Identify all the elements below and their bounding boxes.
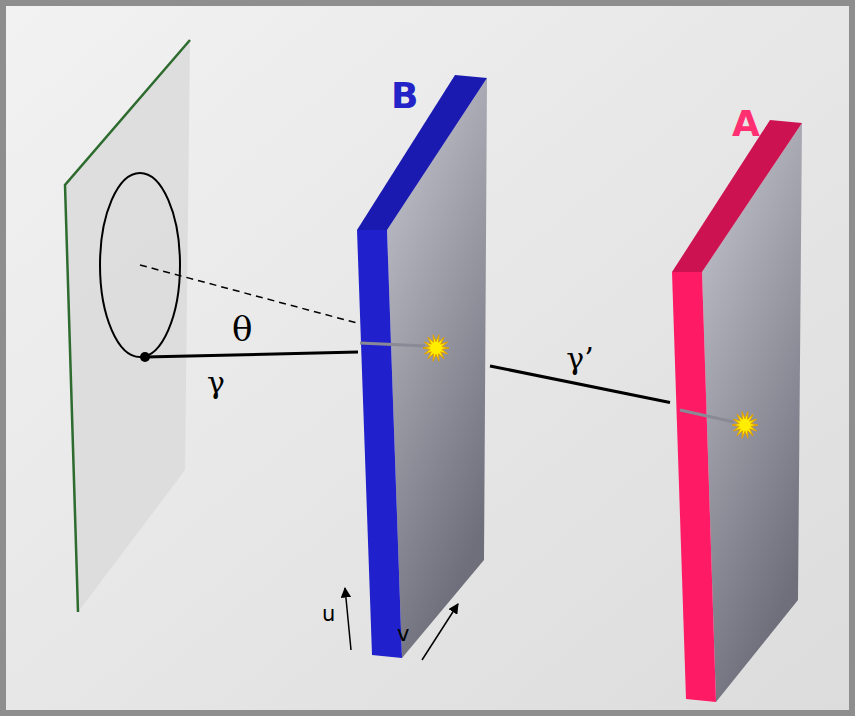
detector-plate-b: B xyxy=(355,70,490,662)
track-hint xyxy=(680,410,734,422)
plate-front xyxy=(357,230,402,658)
plate-shape xyxy=(355,70,490,662)
plate-shape xyxy=(670,100,805,705)
velocity-label: u xyxy=(322,604,335,625)
u-arrow xyxy=(345,588,351,650)
plate-label: A xyxy=(732,106,760,142)
photon-label: γ’ xyxy=(566,344,593,374)
photon-label: γ xyxy=(207,368,225,398)
gamma-ray xyxy=(145,352,358,357)
plate-front xyxy=(672,272,716,702)
plate-label: B xyxy=(391,78,418,114)
track-hint xyxy=(360,343,425,346)
plate-top xyxy=(672,120,802,272)
screen xyxy=(65,40,190,612)
hit-burst xyxy=(732,412,758,439)
ground xyxy=(6,6,849,710)
source-point xyxy=(140,352,150,362)
angle-label: θ xyxy=(232,312,252,346)
hit-burst xyxy=(423,335,449,362)
detector-plate-a: A xyxy=(670,100,805,705)
plate-top xyxy=(357,75,487,230)
velocity-label: v xyxy=(397,624,409,645)
screen-edge xyxy=(65,40,190,612)
